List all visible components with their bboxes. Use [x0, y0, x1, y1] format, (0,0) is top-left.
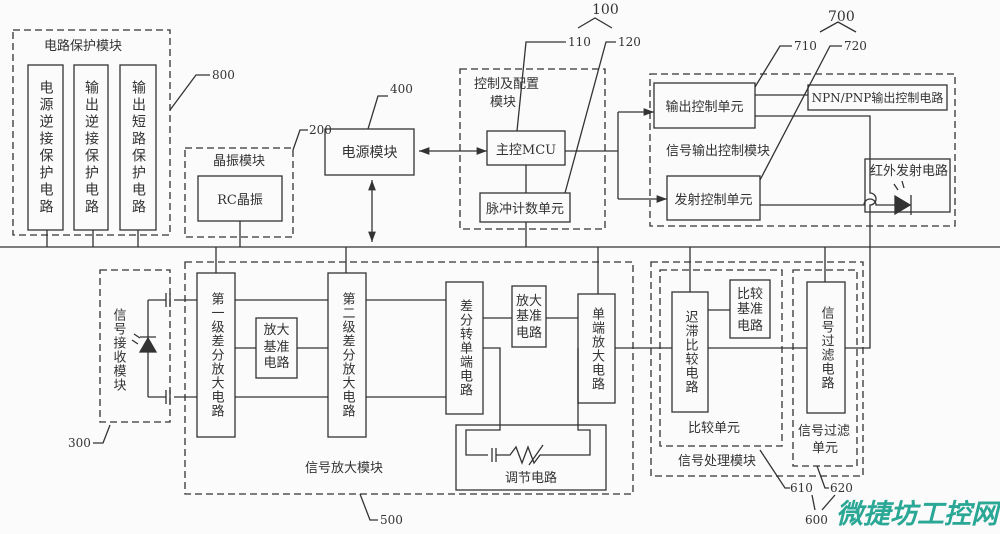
- dashed-module-frames: [12, 29, 956, 495]
- pulse-counter-unit: 脉冲计数单元: [485, 202, 564, 217]
- single-end-amp: 单端放大电路: [589, 306, 604, 391]
- second-stage-diff-amp: 第二级差分放大电路: [339, 292, 355, 418]
- ref-500: 500: [380, 513, 403, 527]
- compare-reference-circuit: 比较 基准电路: [730, 280, 770, 338]
- first-stage-diff-amp: 第一级差分放大电路: [208, 292, 224, 418]
- crystal-module-title: 晶振模块: [213, 154, 266, 169]
- watermark-logo: 微捷坊工控网: [836, 499, 998, 530]
- ref-120: 120: [618, 35, 641, 49]
- receive-module-title: 信号接收模块: [110, 308, 126, 392]
- ref-720: 720: [844, 39, 867, 53]
- ref-610: 610: [790, 481, 813, 495]
- ir-emitter-circuit: 红外发射电路: [870, 164, 949, 179]
- amp-module-title: 信号放大模块: [305, 461, 384, 476]
- compare-unit-title: 比较单元: [688, 421, 741, 436]
- output-short-protection-circuit: 输出短路保护电路: [130, 79, 146, 216]
- power-module: 电源模块: [341, 145, 398, 161]
- solid-boxes: [27, 64, 951, 491]
- amp-reference-circuit-2-line1: 放大: [515, 294, 542, 310]
- ref-710: 710: [794, 39, 817, 53]
- control-module-title-line2: 模块: [490, 95, 517, 110]
- amp-reference-circuit-1: 放大基准电路: [256, 318, 297, 378]
- control-module-title-line1: 控制及配置: [474, 77, 540, 92]
- ref-800: 800: [212, 68, 235, 82]
- filter-unit-title-line2: 单元: [812, 441, 839, 456]
- output-reverse-protection-circuit: 输出逆接保护电路: [83, 79, 99, 216]
- compare-reference-line1: 比较: [736, 286, 763, 302]
- signal-filter-circuit: 信号过滤电路: [818, 305, 834, 390]
- amp-reference-circuit-2: 放大 基准电路: [512, 286, 546, 347]
- ref-200: 200: [309, 123, 332, 137]
- filter-unit-title-line1: 信号过滤: [798, 424, 851, 439]
- diff-to-single-circuit: 差分转单端电路: [457, 299, 472, 397]
- ref-700: 700: [828, 9, 855, 25]
- main-mcu: 主控MCU: [495, 142, 557, 158]
- adjust-circuit: 调节电路: [505, 471, 558, 486]
- ref-300: 300: [68, 436, 91, 450]
- processing-module-title: 信号处理模块: [678, 454, 757, 469]
- npn-pnp-output-circuit: NPN/PNP输出控制电路: [811, 91, 944, 105]
- ref-100: 100: [592, 2, 619, 18]
- ref-620: 620: [830, 481, 853, 495]
- hysteresis-comparator: 迟滞比较电路: [682, 310, 698, 394]
- output-control-unit: 输出控制单元: [665, 100, 744, 115]
- rc-oscillator: RC晶振: [217, 193, 263, 208]
- output-module-title: 信号输出控制模块: [666, 144, 771, 159]
- ref-600: 600: [805, 513, 828, 527]
- protection-module-title: 电路保护模块: [44, 39, 123, 54]
- emit-control-unit: 发射控制单元: [674, 192, 753, 208]
- compare-reference-line2: 基准电路: [736, 301, 763, 334]
- amp-reference-circuit-1-label: 放大基准电路: [263, 322, 290, 372]
- reverse-power-protection-circuit: 电源逆接保护电路: [37, 79, 54, 216]
- ref-400: 400: [390, 82, 413, 96]
- ref-110: 110: [568, 35, 591, 49]
- amp-reference-circuit-2-line2: 基准电路: [515, 309, 542, 341]
